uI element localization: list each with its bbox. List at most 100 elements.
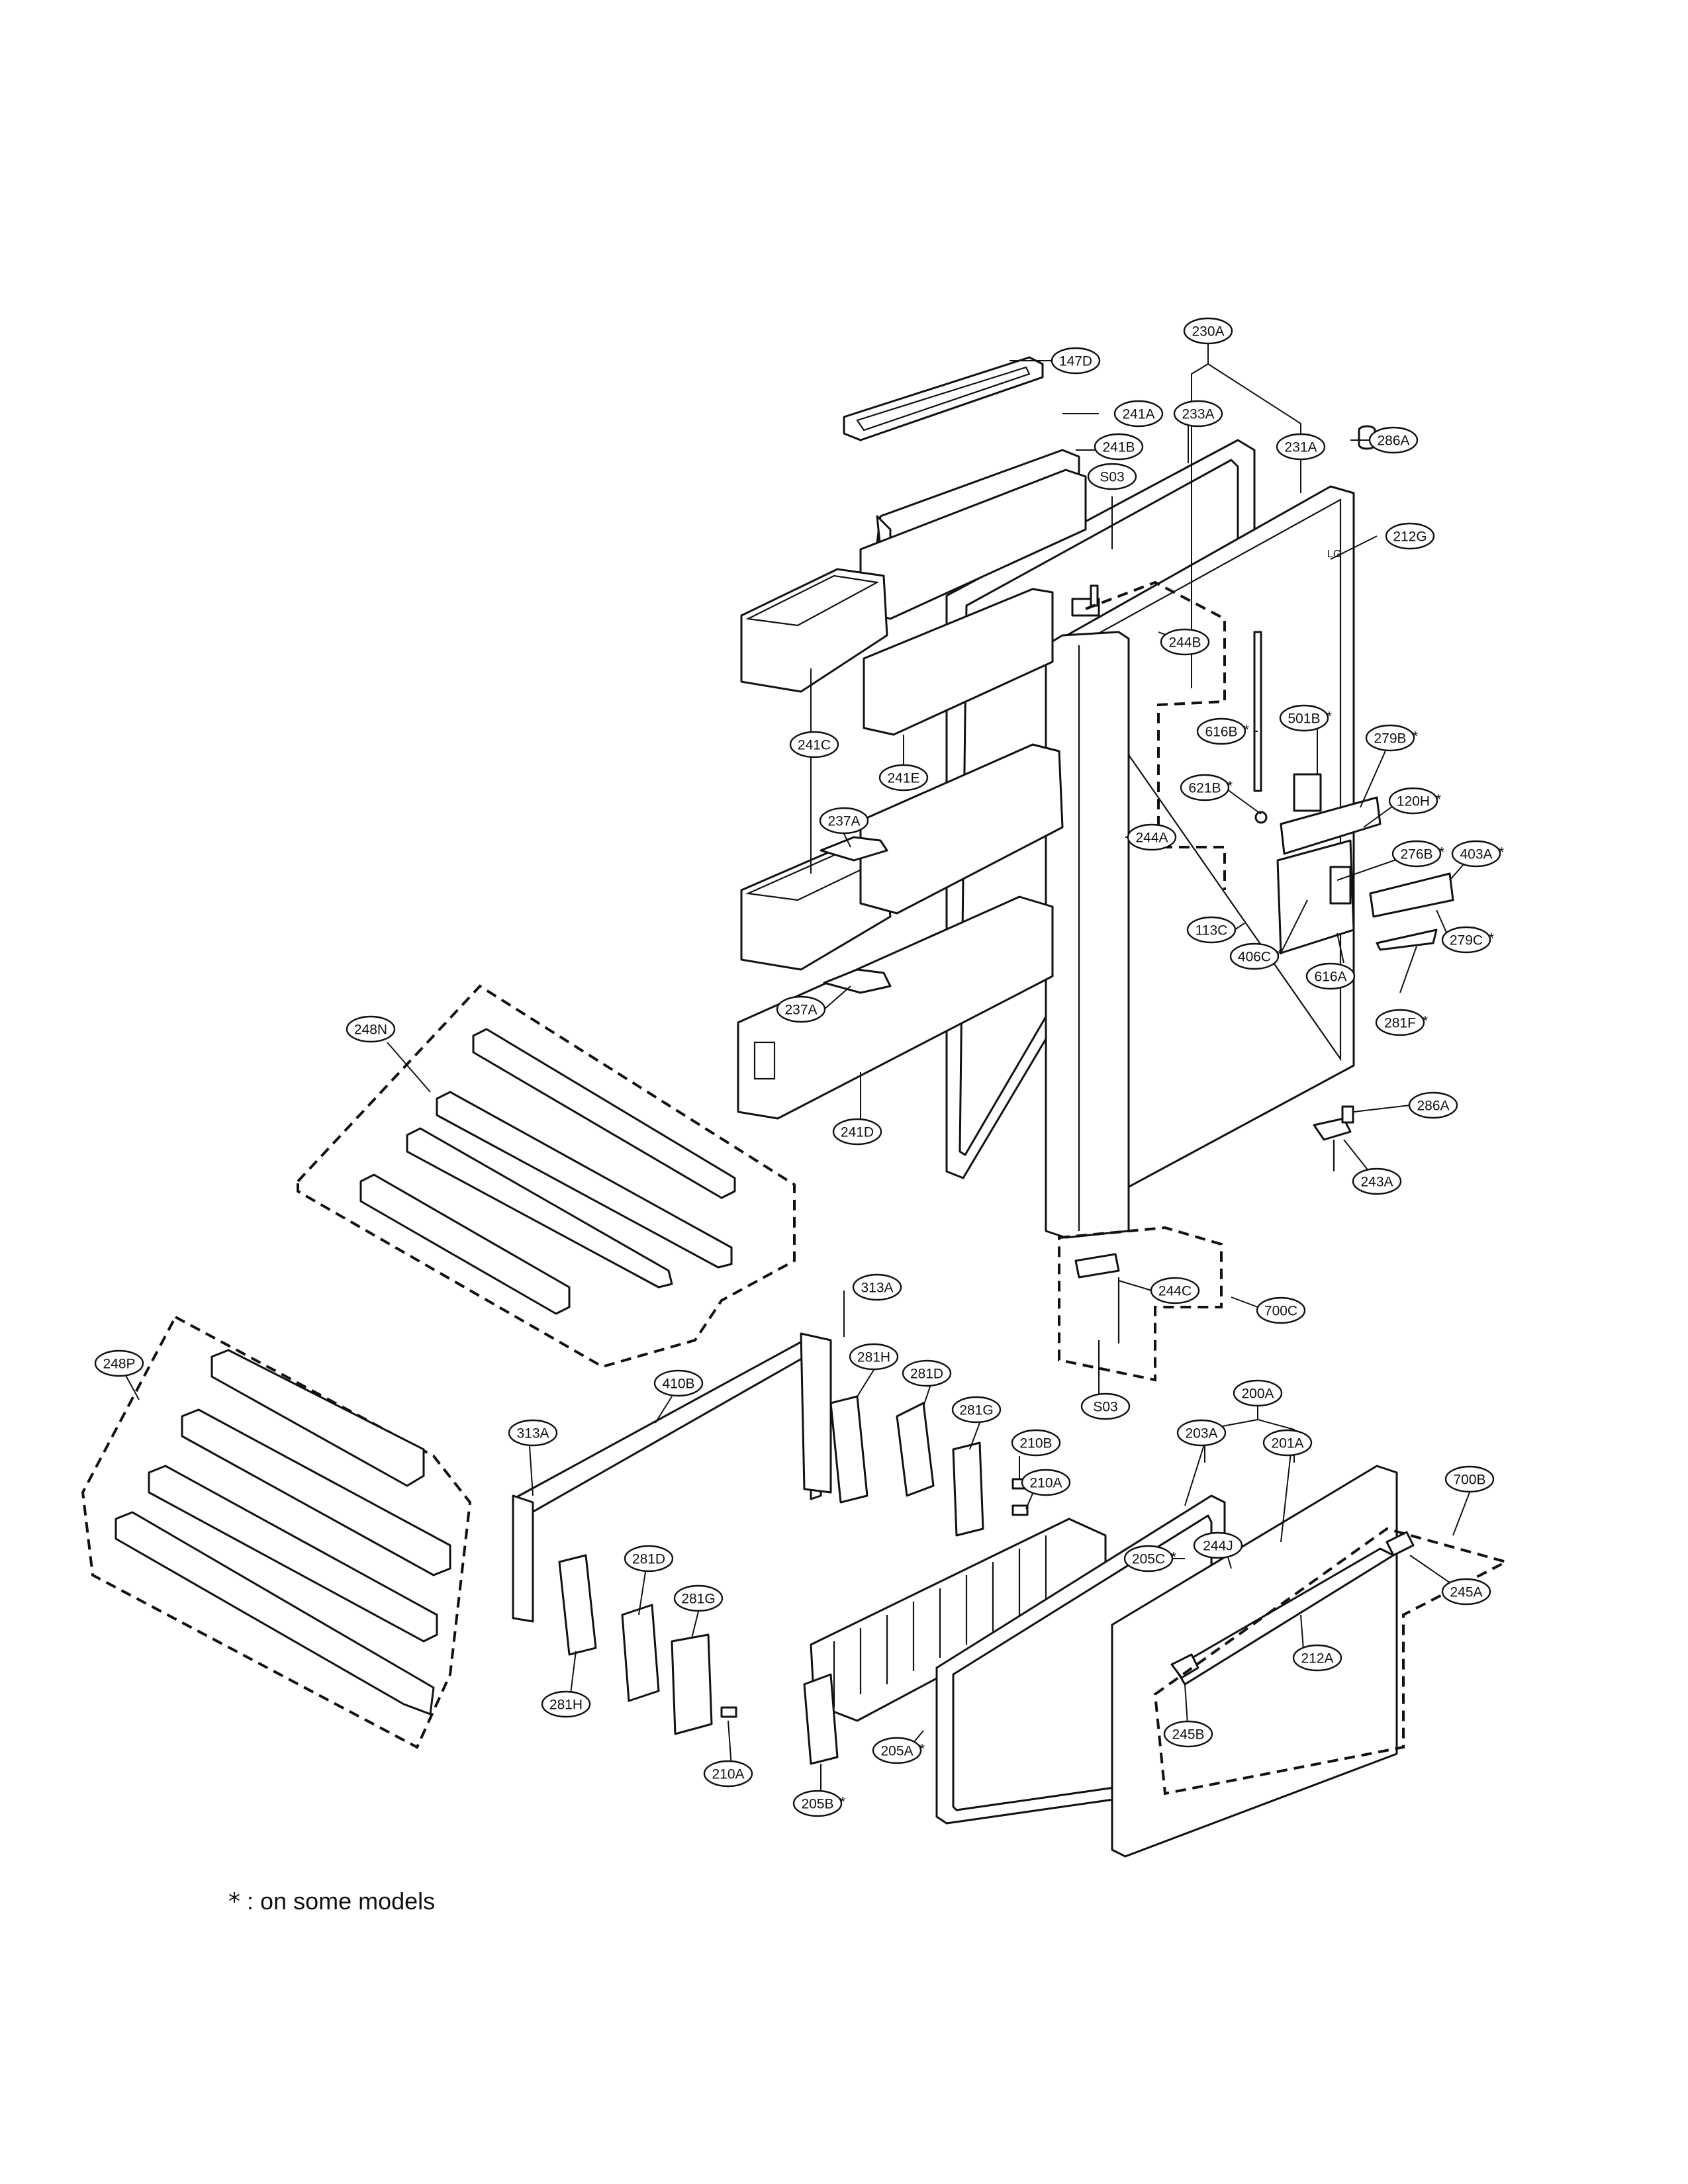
callout-212a: 212A: [1292, 1644, 1342, 1672]
callout-label: S03: [1093, 1400, 1117, 1415]
callout-201a: 201A: [1262, 1429, 1313, 1457]
divider-237A-lower: [823, 968, 892, 994]
clip-210A-lower: [720, 1706, 737, 1718]
lower-hinge-244C: [1074, 1253, 1120, 1377]
callout-label: 281D: [910, 1367, 943, 1382]
footnote-text: : on some models: [247, 1888, 436, 1915]
callout-label: 245A: [1450, 1585, 1482, 1600]
cover-281G-upper: [952, 1441, 984, 1537]
callout-label: 231A: [1284, 440, 1317, 455]
callout-313a: 313A: [852, 1273, 902, 1301]
callout-248p: 248P: [94, 1349, 144, 1377]
block-281D-lower: [621, 1604, 660, 1702]
door-logo: LG: [1327, 549, 1341, 560]
callout-210a: 210A: [1021, 1469, 1071, 1496]
crisper-rail-assembly-248P: [81, 1315, 472, 1749]
callout-label: 281F: [1384, 1016, 1416, 1031]
callout-210b: 210B: [1011, 1429, 1061, 1457]
callout-label: 616A: [1314, 970, 1346, 985]
enclosure-700B: [1153, 1527, 1510, 1796]
callout-621b: 621B *: [1180, 774, 1233, 801]
callout-241d: 241D: [832, 1118, 882, 1146]
callout-700b: 700B: [1444, 1465, 1495, 1493]
callout-241a: 241A: [1113, 400, 1164, 428]
callout-245b: 245B: [1163, 1720, 1213, 1748]
callout-212g: 212G: [1385, 522, 1435, 550]
callout-label: 210B: [1019, 1436, 1052, 1451]
footnote-symbol: *: [228, 1888, 240, 1915]
callout-label: 201A: [1271, 1436, 1303, 1451]
callout-label: 403A: [1460, 847, 1492, 862]
asterisk-mark: *: [1171, 1550, 1176, 1565]
callout-s03: S03: [1080, 1392, 1131, 1420]
callout-244b: 244B: [1160, 628, 1210, 656]
callout-label: 700B: [1453, 1473, 1485, 1488]
callout-200a: 200A: [1233, 1379, 1283, 1407]
callout-237a: 237A: [776, 995, 826, 1023]
callout-248n: 248N: [346, 1015, 396, 1043]
callout-label: 286A: [1377, 433, 1409, 449]
callout-label: 210A: [712, 1767, 744, 1782]
callout-276b: 276B*: [1391, 840, 1444, 868]
callout-244c: 244C: [1150, 1277, 1200, 1304]
callout-281h: 281H: [541, 1690, 591, 1718]
callout-label: 243A: [1360, 1175, 1393, 1190]
callout-label: 241C: [798, 738, 831, 753]
asterisk-mark: *: [1423, 1014, 1428, 1029]
callout-label: 621B: [1188, 781, 1221, 796]
callout-231a: 231A: [1276, 433, 1326, 461]
callout-label: 237A: [827, 814, 860, 829]
callout-113c: 113C: [1186, 916, 1237, 944]
callout-label: 313A: [516, 1426, 549, 1441]
slide-281H-upper: [829, 1395, 868, 1504]
callout-label: 276B: [1400, 847, 1432, 862]
callout-label: 248N: [354, 1023, 387, 1038]
callout-120h: 120H*: [1388, 787, 1441, 815]
callout-281g: 281G: [951, 1396, 1002, 1424]
callout-label: 286A: [1417, 1099, 1449, 1114]
crisper-rail-assembly-248N: [297, 984, 796, 1369]
callout-237a: 237A: [819, 807, 869, 835]
callout-279c: 279C*: [1441, 926, 1494, 954]
callout-230a: 230A: [1183, 317, 1233, 345]
callout-label: 281D: [632, 1552, 665, 1567]
bin-147D: [843, 356, 1044, 441]
asterisk-mark: *: [919, 1742, 925, 1757]
callout-281d: 281D: [624, 1545, 674, 1572]
callout-281h: 281H: [849, 1343, 899, 1371]
asterisk-mark: *: [1327, 709, 1332, 725]
callout-label: 210A: [1029, 1476, 1062, 1491]
divider-237A-upper: [820, 836, 888, 862]
callout-label: 245B: [1172, 1727, 1204, 1743]
bin-241D: [737, 895, 1054, 1120]
cover-281G-lower: [671, 1633, 713, 1735]
callout-label: 212G: [1393, 529, 1427, 545]
callout-410b: 410B: [653, 1369, 704, 1397]
callout-241e: 241E: [878, 764, 929, 792]
callout-label: 313A: [861, 1281, 893, 1296]
bin-unnamed-middle: [859, 743, 1064, 915]
callout-label: 244B: [1168, 635, 1201, 651]
callout-616b: 616B*: [1196, 717, 1249, 745]
callout-244a: 244A: [1127, 823, 1177, 851]
asterisk-mark: *: [1244, 723, 1249, 738]
callout-label: 203A: [1185, 1426, 1217, 1441]
callout-286a: 286A: [1408, 1091, 1458, 1119]
block-281D-upper: [896, 1402, 935, 1497]
enclosure-700C: [1058, 1226, 1223, 1382]
bracket-205B: [803, 1673, 839, 1765]
bottom-hinge-243A: [1313, 1105, 1354, 1171]
bin-241C-upper: [740, 568, 888, 693]
callout-241c: 241C: [789, 731, 839, 758]
dispenser-parts: [1253, 631, 1454, 954]
asterisk-mark: *: [1227, 779, 1233, 794]
callout-label: 205A: [880, 1744, 913, 1759]
callout-label: 241D: [841, 1125, 874, 1140]
drawer-door-201A: [1111, 1465, 1398, 1858]
callout-label: 147D: [1059, 354, 1092, 369]
callout-label: 281H: [549, 1698, 583, 1713]
callout-label: 230A: [1192, 324, 1224, 340]
callout-label: 244A: [1135, 831, 1168, 846]
